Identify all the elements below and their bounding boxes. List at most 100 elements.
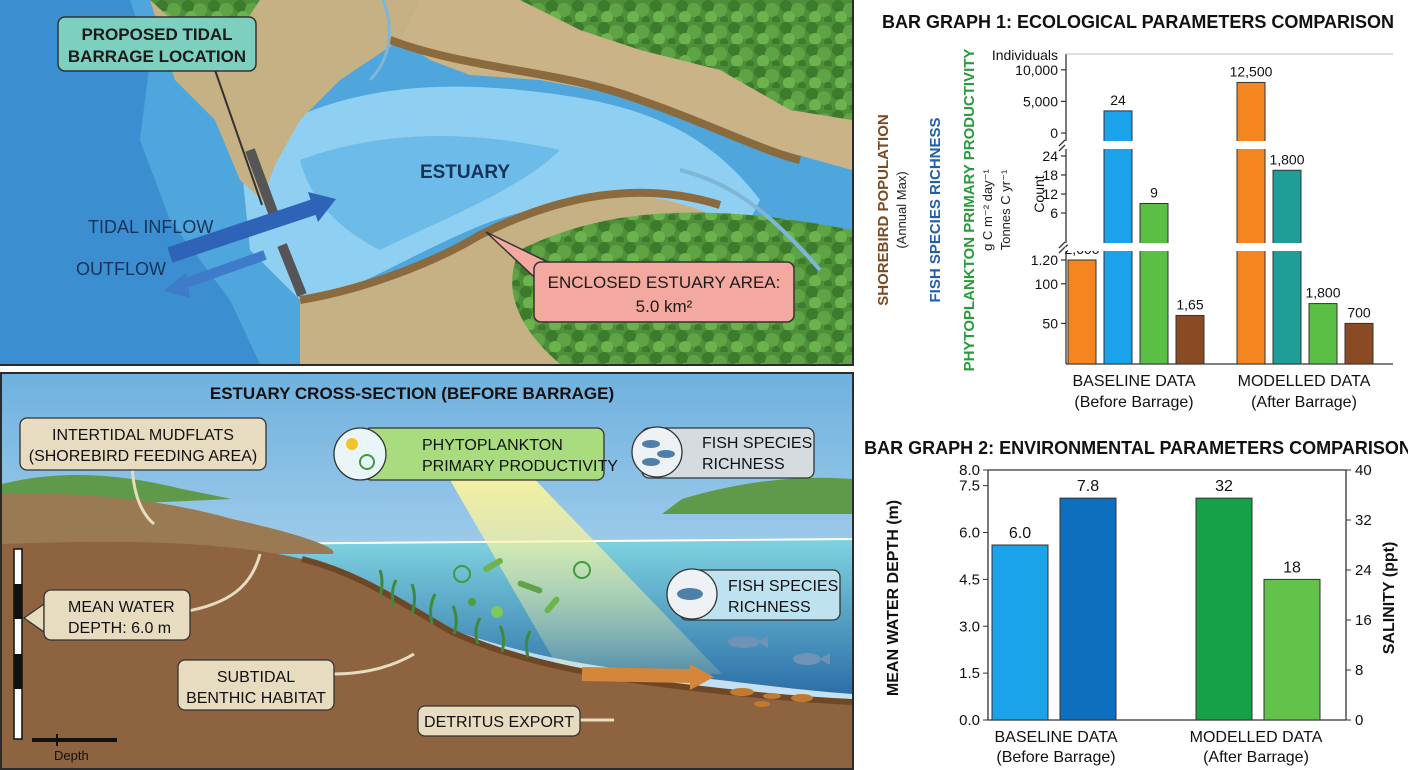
g1-bar-label: 1,800 — [1305, 285, 1340, 301]
mudflats-line2: (SHOREBIRD FEEDING AREA) — [29, 448, 257, 465]
intertidal-mudflat — [2, 493, 334, 554]
outflow-arrowhead — [163, 273, 190, 298]
outflow-arrow — [178, 250, 267, 290]
g1-tick-label: 100 — [1035, 276, 1059, 292]
g1-axis-label-line: SHOREBIRD POPULATION — [875, 114, 892, 305]
bar-graph-1-svg: BAR GRAPH 1: ECOLOGICAL PARAMETERS COMPA… — [875, 12, 1398, 411]
cross-section-panel: Depth ESTUARY CROSS-SECTION (BEFORE BARR… — [0, 372, 854, 770]
depth-line2: DEPTH: 6.0 m — [68, 620, 171, 637]
g2-bar-label: 32 — [1215, 478, 1233, 495]
deep-sea — [0, 0, 260, 364]
benthic-line1: SUBTIDAL — [217, 669, 295, 686]
depth-scale-label: Depth — [54, 748, 89, 763]
g2-right-tick-label: 16 — [1355, 612, 1372, 629]
estuary-channel — [300, 136, 560, 250]
bar-graph-2-title: BAR GRAPH 2: ENVIRONMENTAL PARAMETERS CO… — [864, 438, 1408, 458]
phyto-line2: PRIMARY PRODUCTIVITY — [422, 458, 618, 475]
g1-bar — [1103, 110, 1133, 365]
g2-category-label: (Before Barrage) — [996, 749, 1115, 766]
g1-bar-label: 1,65 — [1176, 296, 1203, 312]
detritus-label-box — [417, 705, 581, 737]
fish-top-icon-shapes — [642, 440, 675, 466]
north-mud-shore — [388, 36, 801, 164]
g2-bar — [1059, 497, 1117, 721]
estuary-map-panel: PROPOSED TIDAL BARRAGE LOCATION ESTUARY … — [0, 0, 854, 366]
g2-left-tick-label: 0.0 — [959, 712, 980, 729]
g2-category-label: MODELLED DATA — [1190, 729, 1323, 746]
barrage-label-line2: BARRAGE LOCATION — [68, 47, 246, 66]
depth-label-box — [43, 589, 191, 641]
bar-graph-2-svg: BAR GRAPH 2: ENVIRONMENTAL PARAMETERS CO… — [864, 438, 1408, 766]
g1-bar — [1344, 322, 1374, 365]
g2-bar — [1195, 497, 1253, 721]
g1-bar-label: 9 — [1150, 185, 1158, 201]
south-mud-shore — [299, 188, 722, 304]
bar-graph-2-ylabel: MEAN WATER DEPTH (m) — [885, 500, 902, 696]
sea-grass — [378, 569, 532, 658]
g2-left-tick-label: 3.0 — [959, 618, 980, 635]
g1-bar — [1236, 81, 1266, 365]
mudflats-line1: INTERTIDAL MUDFLATS — [52, 427, 234, 444]
g1-tick-label: 10,000 — [1015, 62, 1058, 78]
sun-icon — [346, 438, 358, 450]
g1-axis-label-line: g C m⁻² day⁻¹ — [980, 169, 995, 251]
g1-bar-label: 12,500 — [1230, 63, 1273, 79]
bar-graph-1-title: BAR GRAPH 1: ECOLOGICAL PARAMETERS COMPA… — [882, 12, 1394, 32]
cross-section-illustration: Depth ESTUARY CROSS-SECTION (BEFORE BARR… — [2, 374, 852, 768]
g1-bar — [1139, 203, 1169, 365]
fish-top-line1: FISH SPECIES — [702, 435, 812, 452]
g1-break-mark — [1058, 139, 1066, 152]
g1-category-label: MODELLED DATA — [1238, 373, 1371, 390]
g1-break-mark — [1058, 241, 1066, 254]
g1-bar — [1175, 314, 1205, 365]
mudflats-label-box — [19, 417, 267, 471]
depth-line1: MEAN WATER — [68, 599, 175, 616]
g2-right-tick-label: 32 — [1355, 512, 1372, 529]
detritus-export-arrow — [581, 667, 693, 683]
g1-axis-label-line: FISH SPECIES RICHNESS — [927, 117, 944, 302]
fish-right-icon-shape — [677, 588, 703, 600]
g2-right-tick-label: 24 — [1355, 562, 1372, 579]
enclosed-area-line1: ENCLOSED ESTUARY AREA: — [548, 273, 781, 292]
detritus-label: DETRITUS EXPORT — [424, 714, 574, 731]
g2-right-tick-label: 0 — [1355, 712, 1363, 729]
g2-bar-label: 7.8 — [1077, 478, 1099, 495]
g2-left-tick-label: 1.5 — [959, 665, 980, 682]
g1-axis-label-line: PHYTOPLANKTON PRIMARY PRODUCTIVITY — [961, 49, 978, 372]
g2-bar — [991, 544, 1049, 721]
north-creek — [368, 0, 391, 82]
benthic-label-box — [177, 659, 335, 711]
bar-graph-1-axis-labels: SHOREBIRD POPULATION(Annual Max)FISH SPE… — [875, 49, 1013, 372]
right-hills — [662, 477, 852, 514]
g1-segment-unit: Individuals — [992, 47, 1058, 63]
plankton-cell-icon — [359, 454, 375, 470]
g1-bar — [1067, 259, 1097, 365]
barrage-label-box — [57, 16, 257, 72]
g1-bar-label: 700 — [1347, 304, 1371, 320]
bar-graph-1: BAR GRAPH 1: ECOLOGICAL PARAMETERS COMPA… — [858, 0, 1408, 420]
g1-tick-label: 12 — [1042, 186, 1058, 202]
g1-bar-break — [1068, 141, 1398, 149]
estuary-bed — [2, 541, 852, 768]
river-creek — [679, 168, 822, 272]
estuary-map: PROPOSED TIDAL BARRAGE LOCATION ESTUARY … — [0, 0, 852, 364]
g1-bar-break — [1068, 243, 1398, 251]
g1-category-label: (After Barrage) — [1251, 394, 1357, 411]
sunlight-beam — [442, 466, 722, 674]
fish-right-line2: RICHNESS — [728, 599, 811, 616]
g1-tick-label: 1.20 — [1031, 252, 1058, 268]
tidal-inflow-arrow — [167, 197, 323, 263]
g1-tick-label: 24 — [1042, 148, 1058, 164]
barrage-north — [245, 148, 280, 220]
fish-top-line2: RICHNESS — [702, 456, 785, 473]
detritus-particles — [730, 688, 813, 707]
plankton-cluster — [453, 558, 591, 618]
g2-bar-label: 6.0 — [1009, 525, 1031, 542]
outflow-label: OUTFLOW — [76, 259, 166, 279]
g1-bar — [1272, 169, 1302, 365]
estuary-label: ESTUARY — [420, 162, 510, 183]
g1-category-label: (Before Barrage) — [1074, 394, 1193, 411]
g1-tick-label: 0 — [1050, 125, 1058, 141]
north-forest — [520, 0, 852, 120]
